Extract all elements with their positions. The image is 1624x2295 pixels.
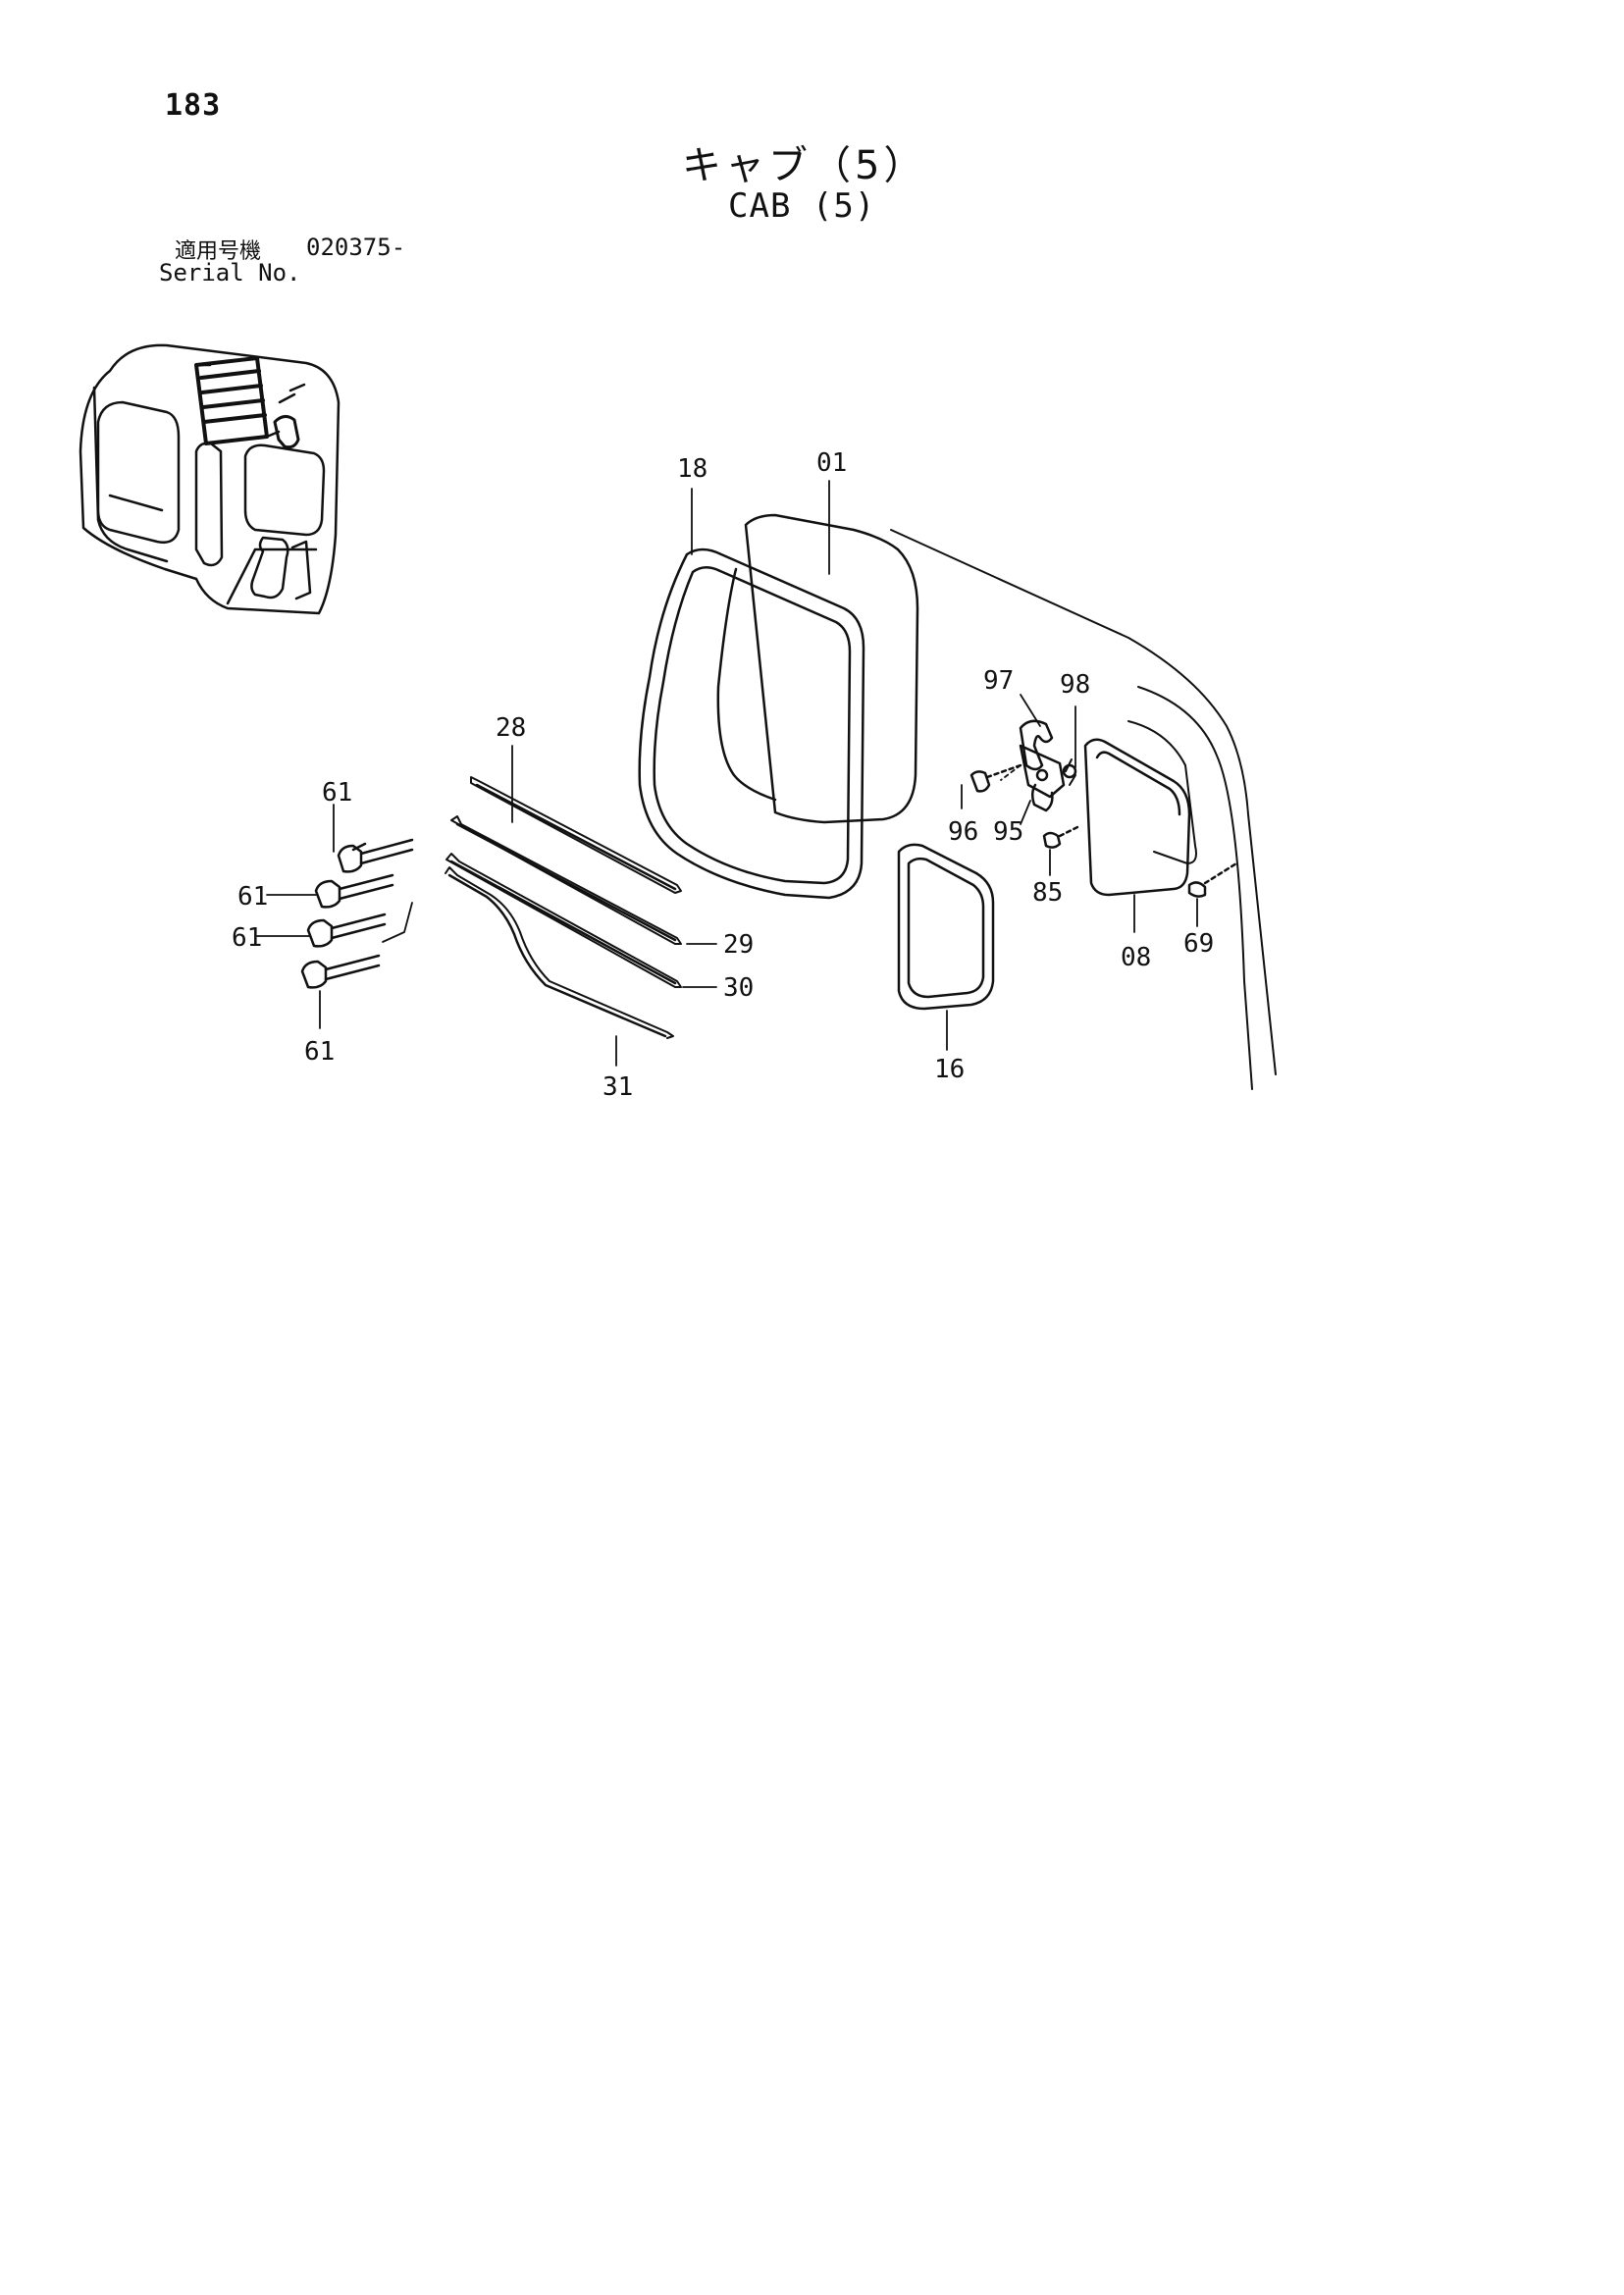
serial-number-value: 020375- [306, 234, 406, 261]
page-title-en: CAB (5) [728, 186, 876, 226]
callout-96: 96 [948, 817, 978, 847]
callout-18: 18 [677, 454, 707, 484]
latch-assembly [969, 719, 1238, 898]
bolt-61-3 [306, 913, 387, 948]
callout-16: 16 [934, 1055, 965, 1084]
part-18-weatherstrip [638, 548, 865, 900]
rods [445, 776, 682, 1039]
callout-95: 95 [993, 817, 1023, 847]
cab-body-outline [890, 529, 1277, 1090]
callout-labels: 18 01 28 97 98 61 61 61 61 96 95 85 29 3… [232, 448, 1214, 1102]
callout-61d: 61 [304, 1037, 335, 1067]
rod-31 [445, 866, 674, 1039]
callout-08: 08 [1121, 943, 1151, 972]
bolts-61 [300, 838, 414, 989]
part-08-side-glass [1083, 738, 1191, 897]
serial-label-jp: 適用号機 [175, 239, 262, 264]
rod-30 [445, 853, 682, 988]
bolt-61-1 [337, 838, 414, 873]
callout-61b: 61 [237, 882, 268, 912]
callout-01: 01 [816, 448, 847, 478]
callout-29: 29 [723, 930, 754, 960]
rod-29 [450, 815, 682, 945]
rod-28 [470, 776, 682, 894]
thumbnail-marker-01 [250, 536, 312, 600]
callout-28: 28 [496, 713, 526, 743]
callout-69: 69 [1183, 929, 1214, 959]
thumbnail-highlight-window [194, 356, 306, 449]
callout-31: 31 [602, 1072, 633, 1102]
callout-61c: 61 [232, 923, 262, 953]
page-title-jp: キャブ（5） [682, 143, 927, 188]
callout-61a: 61 [322, 778, 352, 808]
callout-30: 30 [723, 973, 754, 1003]
callout-97: 97 [983, 666, 1014, 696]
page-number: 183 [165, 88, 222, 123]
cab-thumbnail [79, 343, 341, 615]
leader-lines [256, 480, 1198, 1067]
callout-85: 85 [1032, 878, 1063, 908]
part-16-weatherstrip-small [897, 843, 995, 1011]
bolt-61-4 [300, 954, 381, 989]
callout-98: 98 [1060, 670, 1090, 700]
part-01-glass [716, 513, 919, 824]
serial-label-en: Serial No. [159, 259, 301, 287]
bolt-61-2 [314, 873, 394, 909]
